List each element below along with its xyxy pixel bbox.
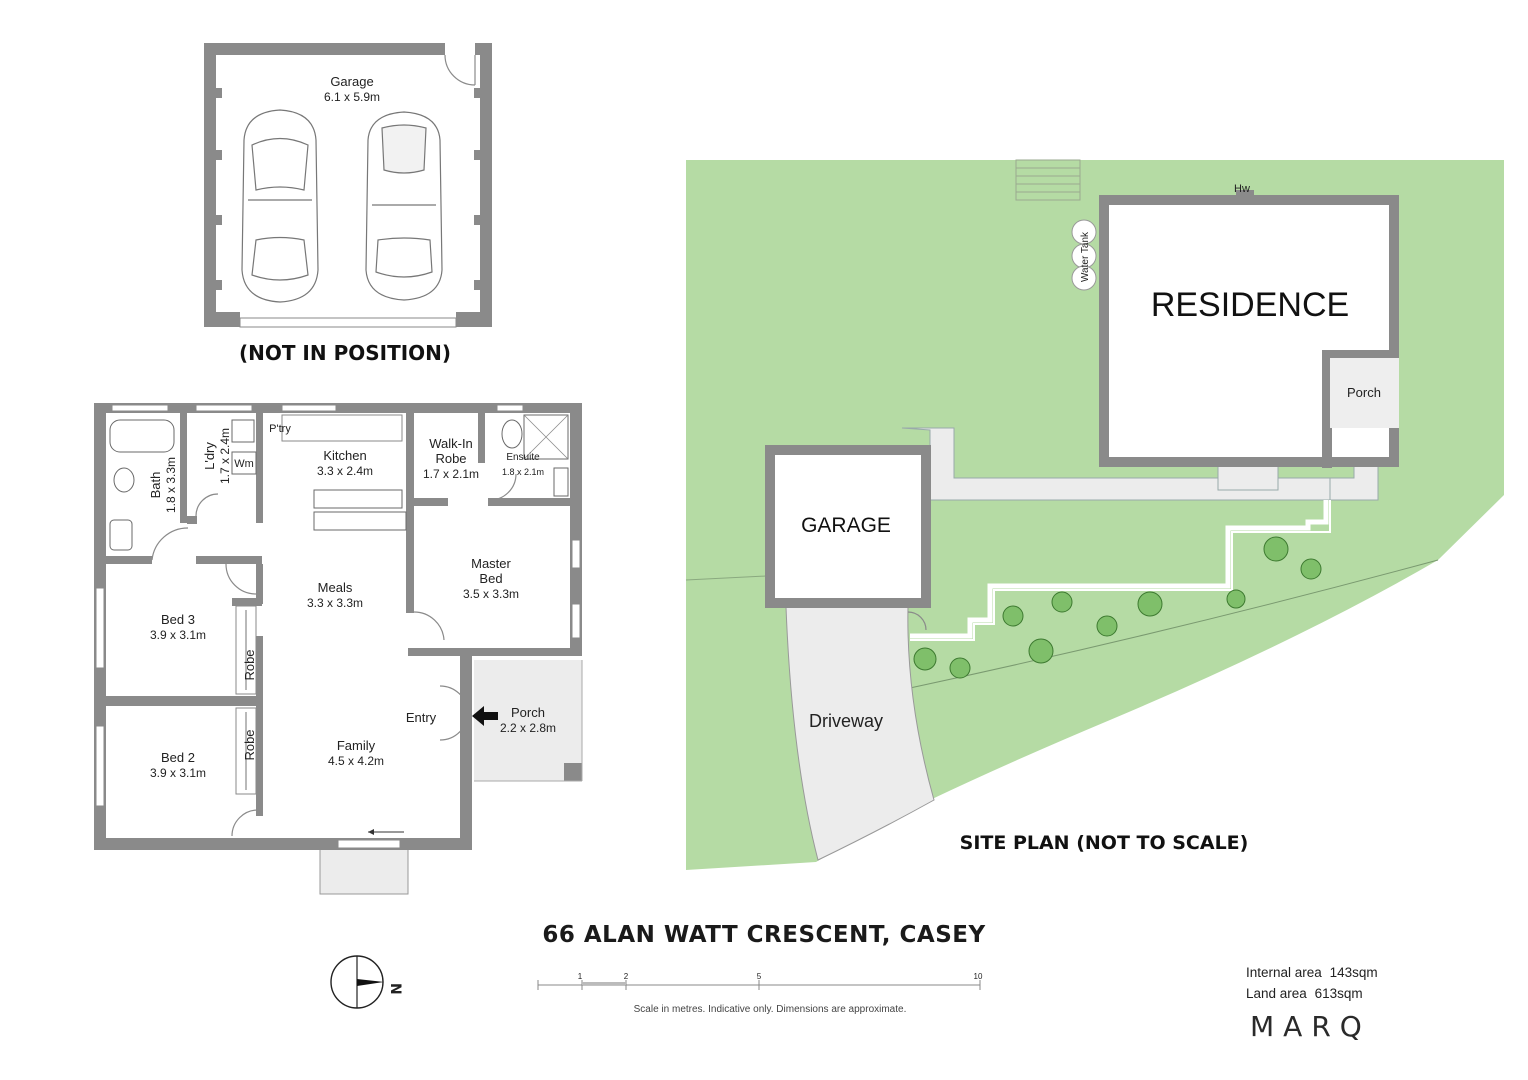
property-address-title: 66 ALAN WATT CRESCENT, CASEY: [542, 922, 986, 948]
driveway-label: Driveway: [809, 711, 883, 731]
internal-area-row: Internal area 143sqm: [1246, 962, 1378, 983]
hw-label: Hw: [1234, 183, 1250, 195]
land-area-value: 613sqm: [1314, 986, 1363, 1001]
room-label-robe1: Robe: [242, 649, 257, 680]
internal-area-label: Internal area: [1246, 965, 1322, 980]
compass-icon: N: [330, 955, 403, 1009]
garage-label: GARAGE: [801, 514, 891, 537]
internal-area-value: 143sqm: [1329, 965, 1378, 980]
land-area-row: Land area 613sqm: [1246, 983, 1378, 1004]
brand-logo: MARQ: [1250, 1010, 1371, 1043]
garage-plan-label: Garage: [330, 74, 373, 89]
water-tank: [1071, 219, 1097, 291]
room-label-wm: Wm: [234, 458, 254, 470]
car-icon: [365, 111, 443, 301]
driveway: [785, 606, 935, 861]
land-area-label: Land area: [1246, 986, 1307, 1001]
scale-bar: 1 2 5 10: [537, 972, 983, 990]
room-label-ldry: L'dry1.7 x 2.4m: [202, 428, 232, 484]
compass-label: N: [387, 983, 403, 995]
shrubs: [913, 536, 1322, 679]
residence-label: RESIDENCE: [1151, 286, 1349, 324]
entry-arrow-icon: [472, 706, 498, 726]
scale-tick-1: 1: [578, 972, 583, 981]
site-porch-label: Porch: [1347, 385, 1381, 400]
water-tank-label: Water Tank: [1080, 231, 1091, 282]
scale-note: Scale in metres. Indicative only. Dimens…: [633, 1004, 907, 1015]
garage-plan-dims: 6.1 x 5.9m: [324, 90, 380, 104]
scale-tick-2: 2: [624, 972, 629, 981]
scale-tick-5: 5: [757, 972, 762, 981]
site-plan-heading: SITE PLAN (NOT TO SCALE): [960, 832, 1249, 854]
scale-tick-10: 10: [974, 972, 983, 981]
room-label-robe2: Robe: [242, 729, 257, 760]
garage-plan: Garage 6.1 x 5.9m (NOT IN POSITION): [204, 43, 492, 365]
car-icon: [241, 109, 319, 303]
room-label-bath: Bath1.8 x 3.3m: [148, 457, 178, 513]
site-plan: Water Tank Hw RESIDENCE Porch GARAGE Dri…: [685, 159, 1504, 870]
area-summary: Internal area 143sqm Land area 613sqm: [1246, 962, 1378, 1004]
not-in-position-note: (NOT IN POSITION): [239, 341, 451, 365]
room-label-entry: Entry: [406, 710, 437, 725]
room-label-ptry: P'try: [269, 423, 291, 435]
